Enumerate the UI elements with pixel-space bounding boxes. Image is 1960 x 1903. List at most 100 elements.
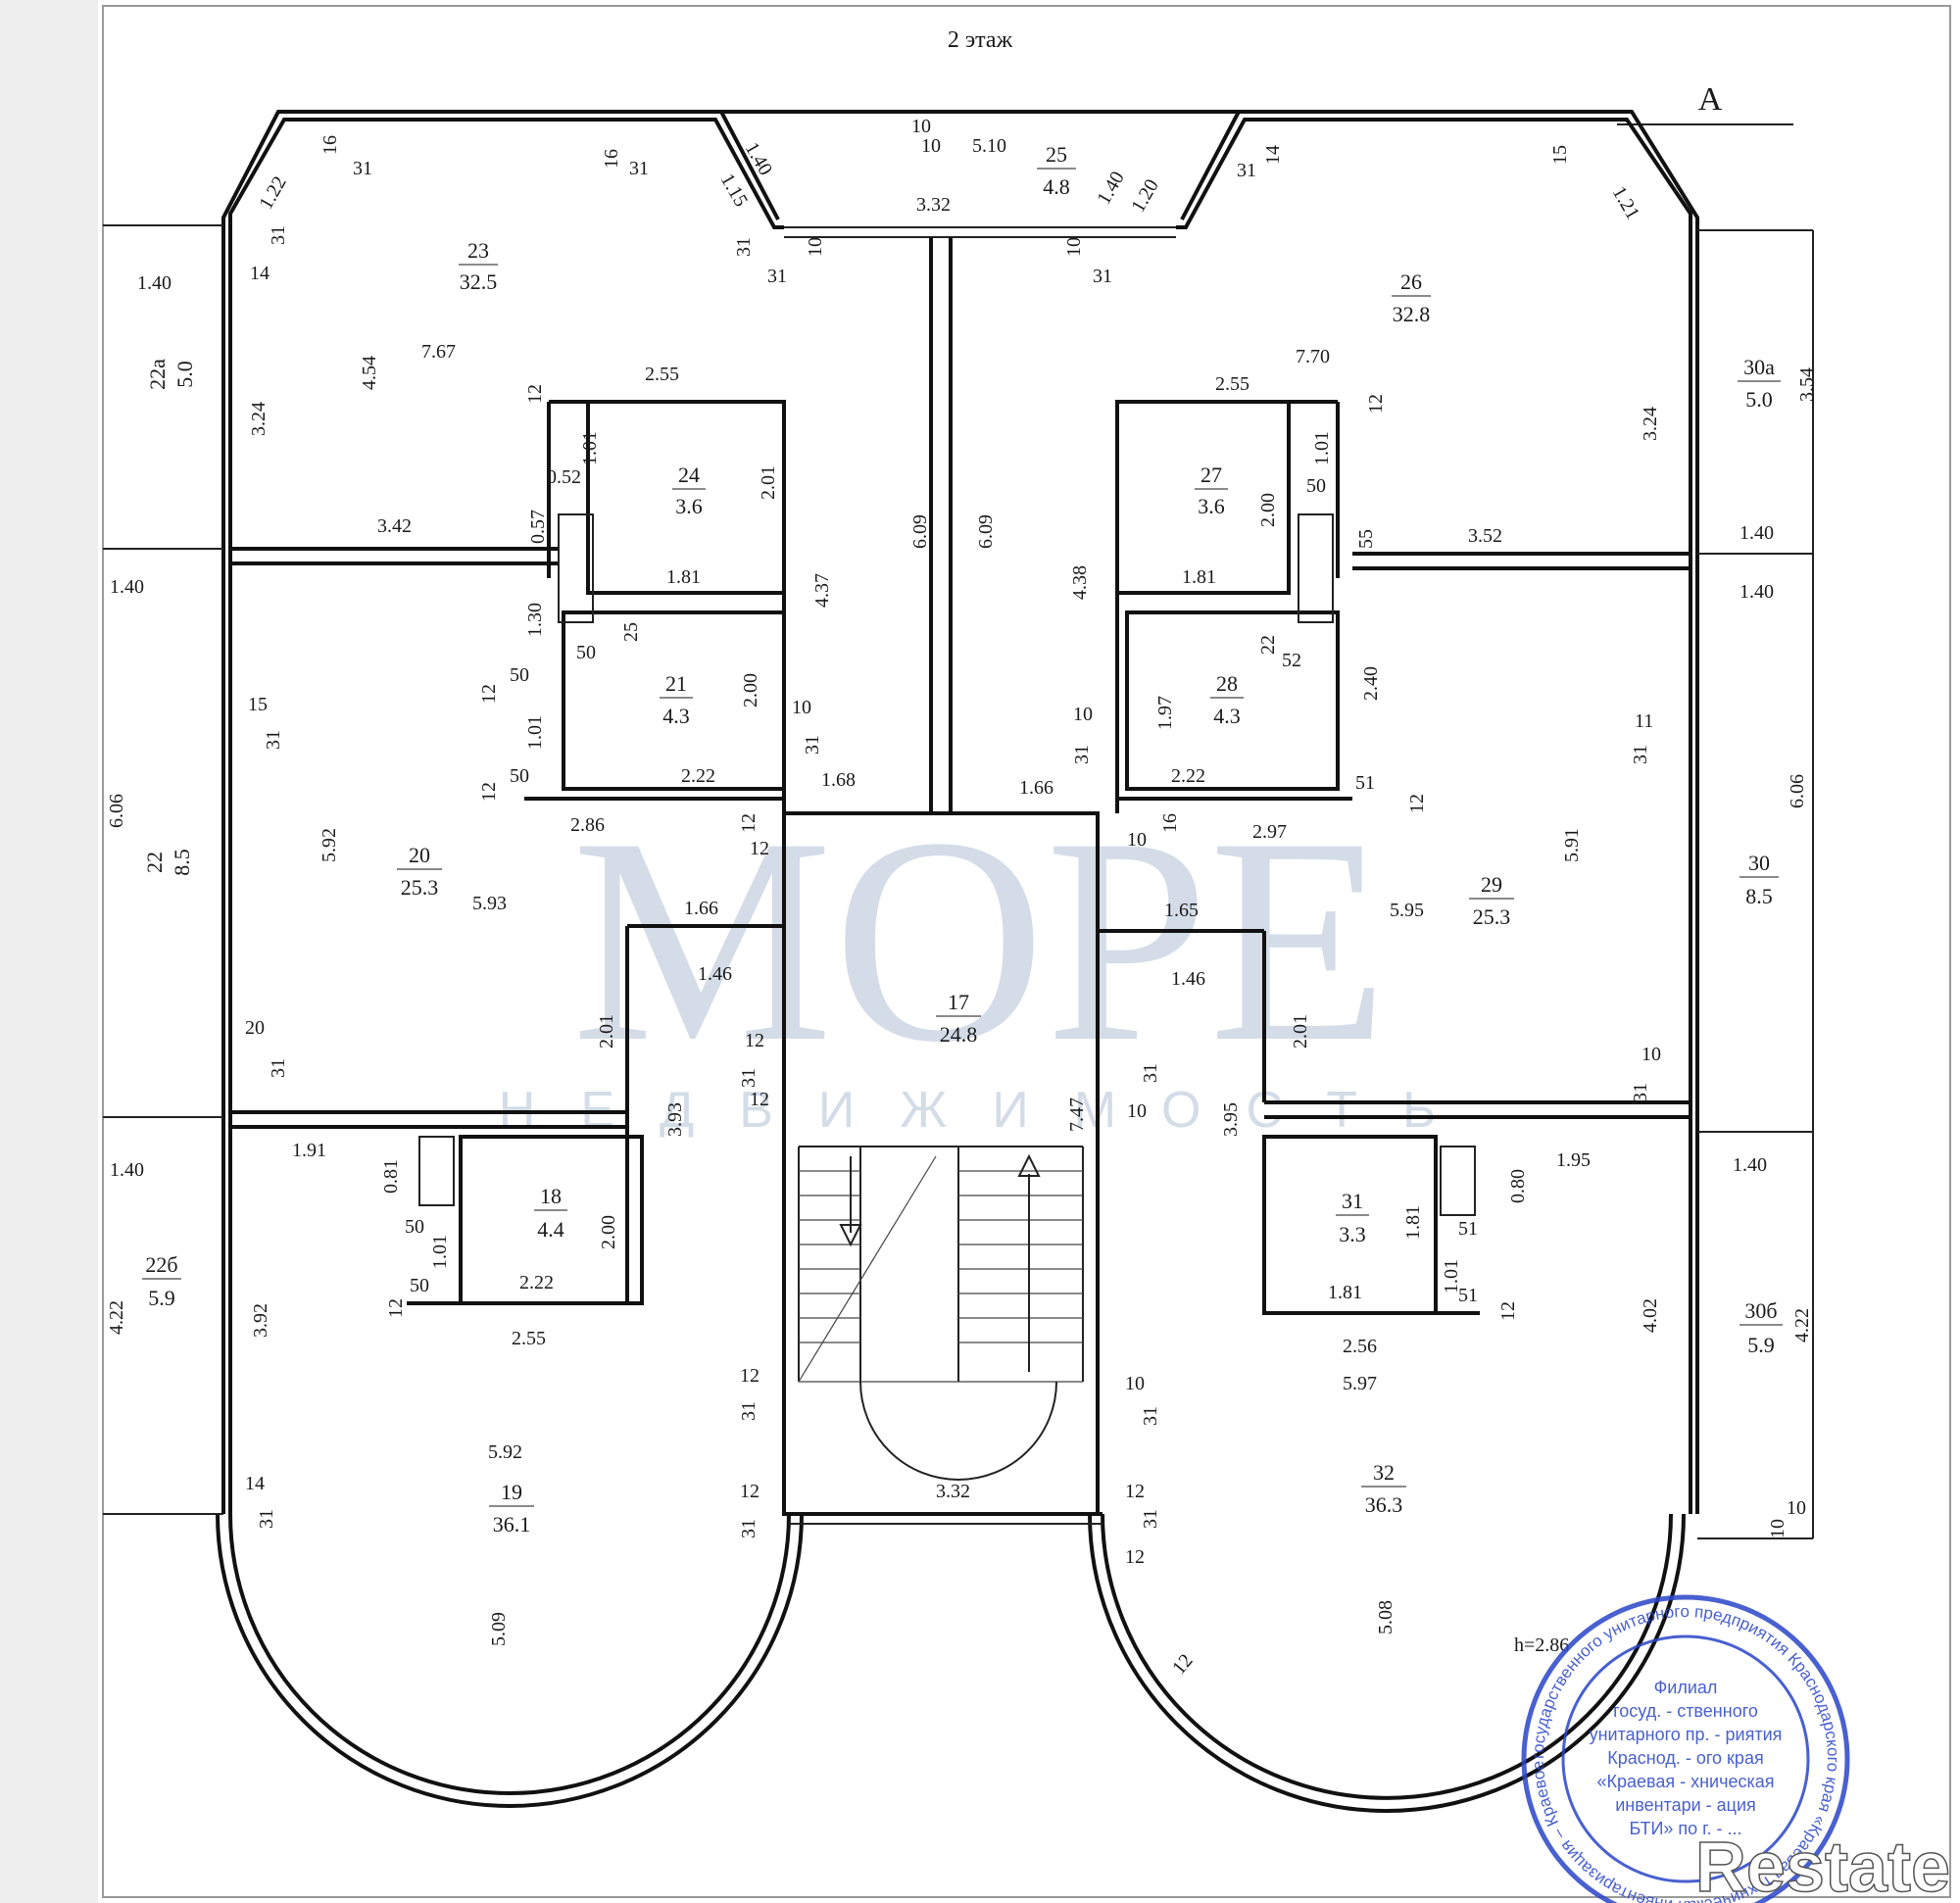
- sheet-border: [102, 5, 1951, 1898]
- svg-text:унитарного пр. - риятия: унитарного пр. - риятия: [1590, 1725, 1783, 1744]
- dim: 2.55: [645, 364, 679, 385]
- dim: 12: [478, 684, 500, 704]
- dim: 3.42: [377, 515, 412, 537]
- svg-text:25.3: 25.3: [1473, 904, 1511, 929]
- dim: 51: [1458, 1285, 1478, 1306]
- dim: 3.24: [248, 402, 270, 436]
- dim: 50: [405, 1216, 424, 1238]
- dim: 1.01: [429, 1235, 451, 1269]
- dim: 10: [911, 116, 931, 137]
- dim: 31: [738, 1401, 760, 1421]
- svg-text:30а: 30а: [1743, 355, 1775, 379]
- dim: 55: [1355, 529, 1377, 549]
- dim: 3.95: [1220, 1102, 1242, 1137]
- dim: 12: [1125, 1546, 1145, 1568]
- dim: 10: [792, 697, 811, 718]
- dim: 1.40: [137, 272, 172, 294]
- svg-text:30б: 30б: [1744, 1298, 1777, 1323]
- dim: 4.38: [1069, 565, 1091, 600]
- svg-text:24: 24: [678, 463, 700, 487]
- svg-text:5.0: 5.0: [1745, 387, 1773, 412]
- dim: 2.22: [519, 1272, 554, 1293]
- dim: 10: [805, 237, 826, 257]
- svg-text:5.0: 5.0: [172, 361, 197, 388]
- dim: 12: [385, 1298, 407, 1318]
- dim: 1.66: [684, 898, 718, 919]
- axis-label: А: [1698, 81, 1723, 118]
- svg-text:5.9: 5.9: [148, 1286, 175, 1310]
- dim: 14: [250, 263, 270, 284]
- svg-text:26: 26: [1400, 269, 1422, 294]
- room-23: 23 32.5: [459, 238, 498, 294]
- dim: 1.81: [1402, 1205, 1424, 1240]
- outer-walls: [216, 110, 1699, 1813]
- svg-text:госуд. - ственного: госуд. - ственного: [1613, 1701, 1758, 1721]
- svg-text:БТИ» по г. - ...: БТИ» по г. - ...: [1629, 1819, 1741, 1838]
- dim: 22: [1257, 635, 1279, 655]
- dim: 31: [1630, 1083, 1651, 1102]
- dim: 31: [1071, 745, 1093, 764]
- dim: 20: [245, 1017, 265, 1039]
- room-31: 31 3.3: [1336, 1189, 1369, 1246]
- room-19: 19 36.1: [489, 1480, 534, 1537]
- watermark-main: МОРЕ: [571, 777, 1389, 1102]
- dim: 3.32: [916, 194, 951, 216]
- dim: 12: [750, 838, 769, 859]
- room-22a: 22а 5.0: [145, 359, 197, 390]
- dim: 3.52: [1468, 525, 1502, 547]
- dim: 2.40: [1360, 666, 1382, 701]
- svg-text:31: 31: [1342, 1189, 1363, 1213]
- dim: 25: [620, 622, 642, 642]
- dim: 2.56: [1343, 1336, 1377, 1357]
- dim: 1.40: [1740, 522, 1774, 544]
- dim: 11: [1635, 710, 1653, 732]
- dim: 3.24: [1640, 407, 1661, 441]
- svg-text:28: 28: [1216, 671, 1238, 696]
- svg-text:22а: 22а: [145, 359, 170, 390]
- dim: 7.67: [421, 341, 456, 363]
- dim: 2.00: [598, 1215, 619, 1249]
- room-18: 18 4.4: [534, 1184, 567, 1242]
- svg-text:32.8: 32.8: [1393, 302, 1431, 326]
- svg-text:17: 17: [948, 990, 969, 1014]
- dim: 50: [510, 765, 529, 787]
- dim: 31: [1093, 266, 1112, 287]
- dim: 31: [263, 730, 284, 750]
- dim: 1.91: [292, 1140, 326, 1161]
- room-22b: 22б 5.9: [142, 1252, 181, 1310]
- svg-text:29: 29: [1481, 872, 1502, 897]
- dim: 1.40: [110, 1159, 144, 1181]
- dim: 6.06: [1787, 774, 1808, 808]
- dim: 31: [1630, 745, 1651, 764]
- room-30a: 30а 5.0: [1738, 355, 1781, 412]
- dim: 15: [1549, 145, 1571, 165]
- svg-text:32.5: 32.5: [460, 269, 498, 294]
- dim: 1.95: [1556, 1149, 1591, 1171]
- dim: 5.09: [488, 1612, 510, 1646]
- dim: 12: [738, 813, 760, 833]
- svg-text:36.1: 36.1: [493, 1512, 531, 1537]
- dim: 16: [601, 149, 622, 169]
- dim: 3.54: [1796, 367, 1818, 402]
- dim: 4.54: [359, 356, 380, 390]
- room-25: 25 4.8: [1037, 142, 1076, 199]
- dim: 5.10: [972, 135, 1006, 157]
- dim: 2.00: [1257, 493, 1279, 527]
- dim: 10: [1073, 704, 1093, 725]
- dim: 4.22: [106, 1300, 127, 1335]
- room-29: 29 25.3: [1469, 872, 1514, 929]
- dim: 12: [750, 1089, 769, 1110]
- dim: 31: [1140, 1063, 1161, 1083]
- svg-text:22б: 22б: [145, 1252, 177, 1277]
- dim: 10: [1642, 1044, 1661, 1065]
- dim: 5.93: [472, 893, 507, 914]
- dim: 12: [740, 1365, 760, 1387]
- svg-text:24.8: 24.8: [940, 1022, 978, 1047]
- dim: 10: [1063, 237, 1085, 257]
- dim: 7.70: [1296, 346, 1330, 367]
- dim: 2.01: [596, 1014, 617, 1049]
- dim: 50: [576, 642, 596, 663]
- dim: 4.22: [1791, 1308, 1813, 1342]
- dim: 1.68: [821, 769, 856, 791]
- dim: 2.01: [1290, 1014, 1311, 1049]
